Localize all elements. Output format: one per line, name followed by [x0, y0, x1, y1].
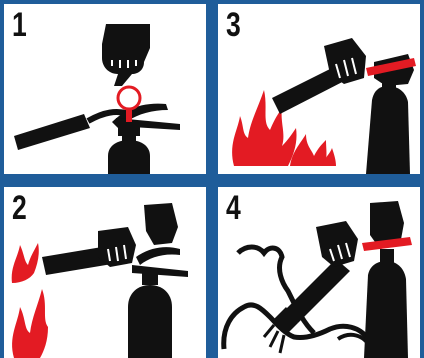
step-number: 2 — [12, 191, 27, 225]
step-number: 3 — [226, 8, 241, 42]
step-number: 1 — [12, 8, 27, 42]
step-panel-2: 2 — [4, 187, 206, 358]
pull-pin-icon — [4, 4, 206, 174]
squeeze-handle-icon — [218, 4, 420, 174]
step-number: 4 — [226, 191, 241, 225]
step-panel-1: 1 — [4, 4, 206, 174]
step-panel-4: 4 — [218, 187, 420, 358]
step-panel-3: 3 — [218, 4, 420, 174]
sweep-spray-icon — [218, 187, 420, 358]
aim-nozzle-icon — [4, 187, 206, 358]
